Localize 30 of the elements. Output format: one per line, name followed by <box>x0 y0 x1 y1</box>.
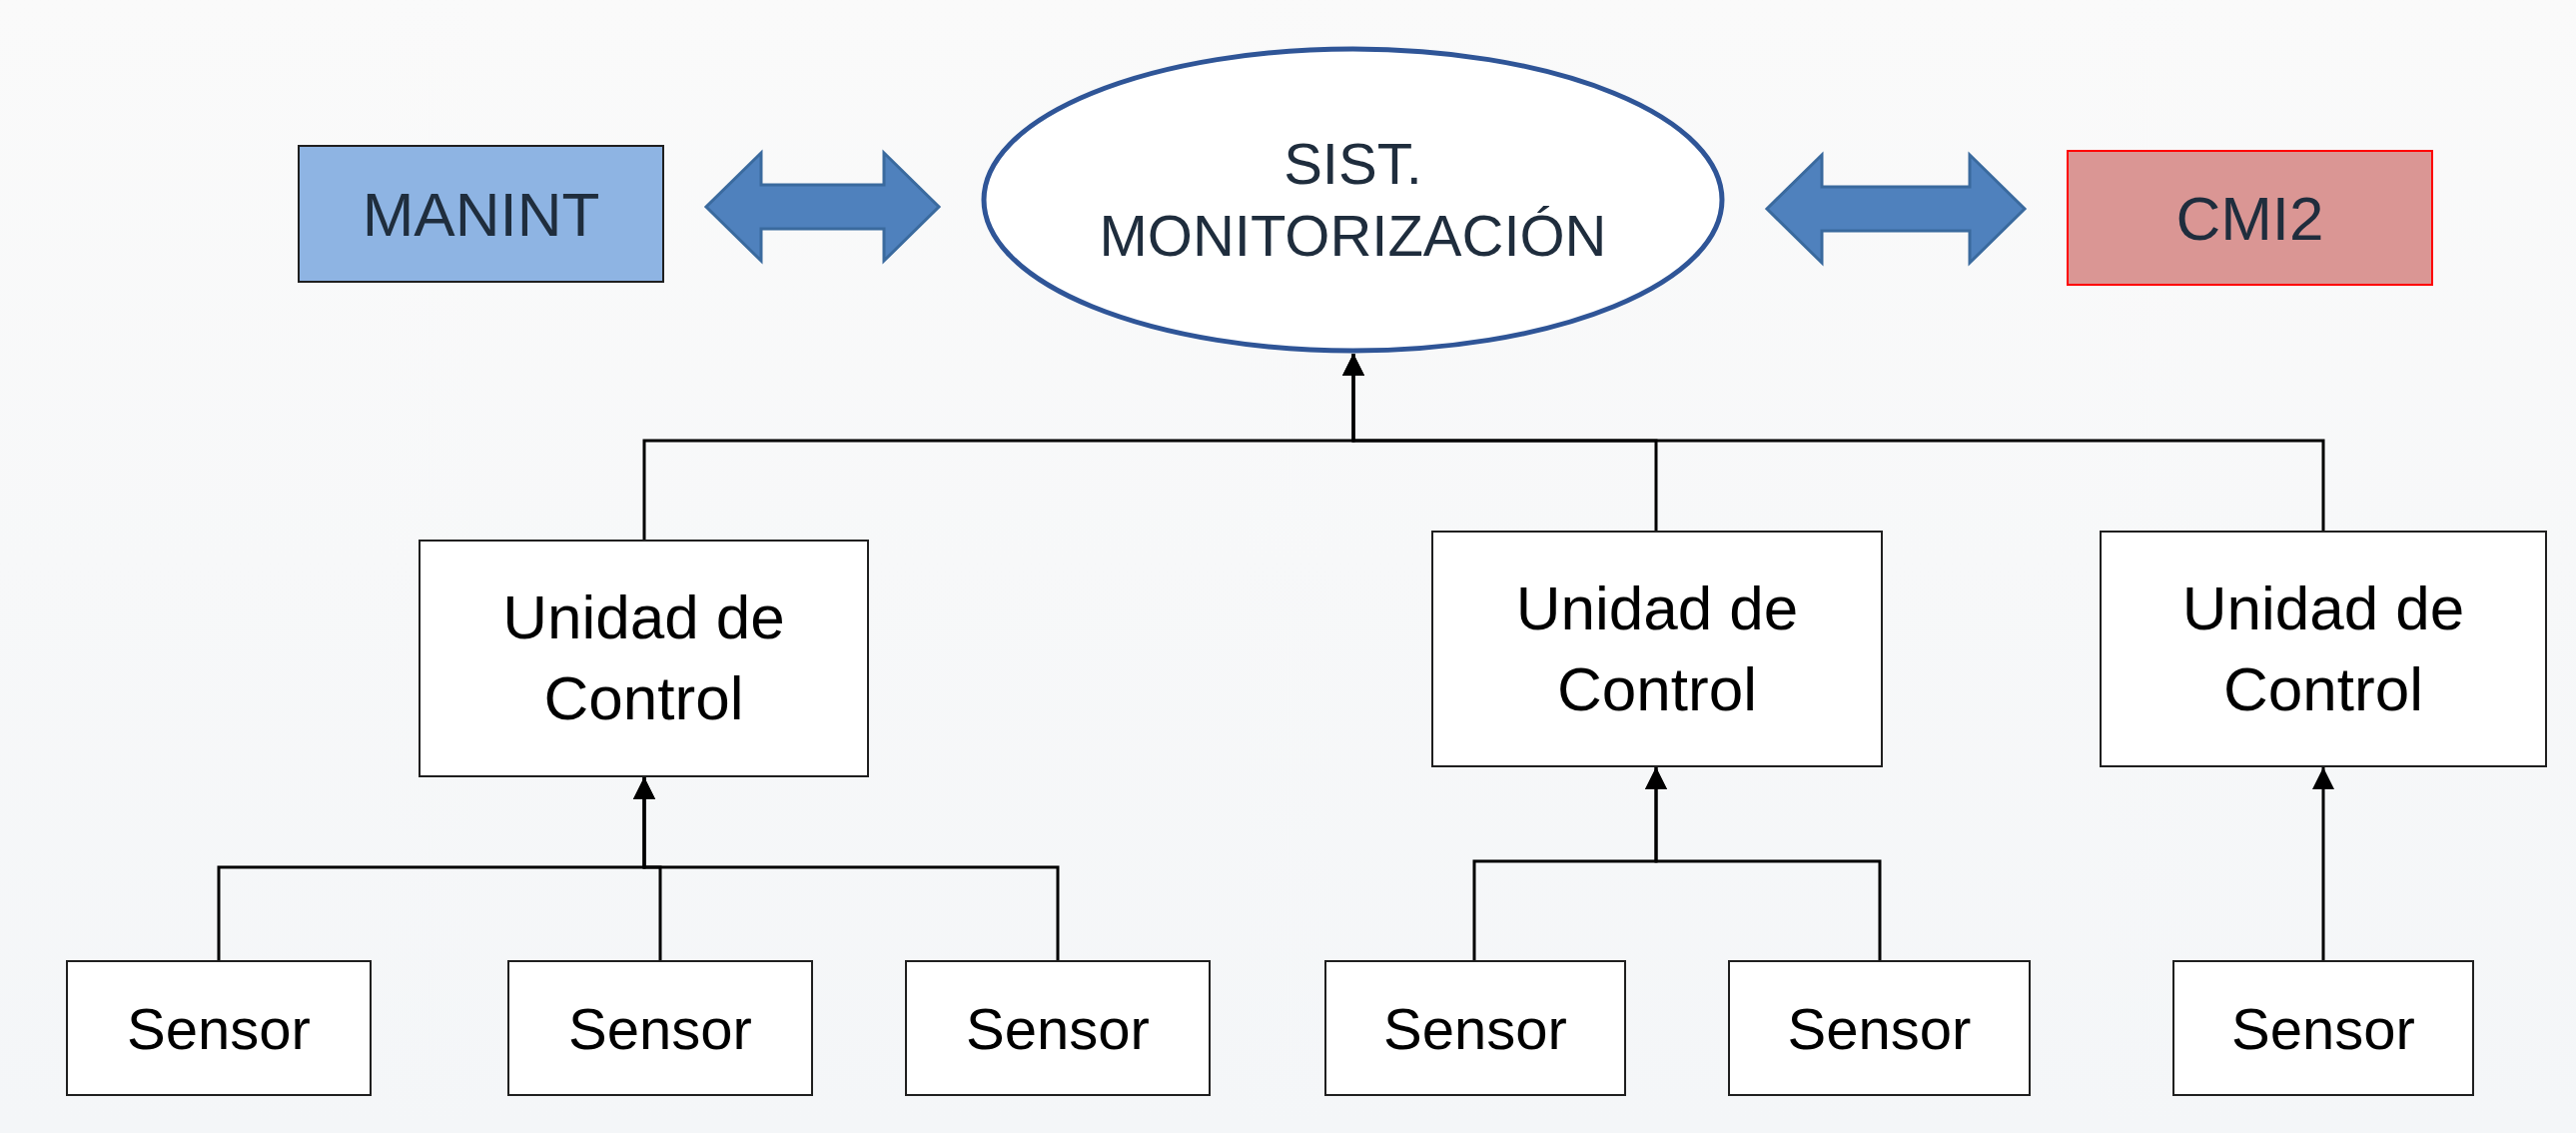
node-label: Sensor <box>966 994 1150 1063</box>
sensor-box <box>905 960 1211 1096</box>
node-label: Unidad de Control <box>2180 571 2466 725</box>
connector-arrow <box>1645 767 1882 960</box>
control-unit-box <box>419 540 869 777</box>
node-label: MANINT <box>362 178 600 251</box>
system-box <box>298 145 664 283</box>
node-label: Unidad de Control <box>1514 571 1800 725</box>
control-unit-box <box>1431 531 1883 767</box>
sensor-box <box>2172 960 2474 1096</box>
monitoring-ellipse <box>981 46 1725 354</box>
sensor-box <box>66 960 372 1096</box>
node-label: Sensor <box>127 994 311 1063</box>
connector-arrow <box>2312 767 2334 960</box>
sensor-box <box>1728 960 2031 1096</box>
double-arrow <box>1764 151 2028 267</box>
sensor-box <box>1324 960 1626 1096</box>
double-arrow <box>703 149 942 265</box>
node-label: Sensor <box>1383 994 1567 1063</box>
connector-arrow <box>633 777 1060 960</box>
node-label: Sensor <box>568 994 752 1063</box>
control-unit-box <box>2100 531 2547 767</box>
node-label: Sensor <box>1787 994 1972 1063</box>
sensor-box <box>507 960 813 1096</box>
node-label: SIST. MONITORIZACIÓN <box>1098 129 1608 270</box>
node-label: Sensor <box>2231 994 2415 1063</box>
node-label: Unidad de Control <box>501 581 786 734</box>
node-label: CMI2 <box>2175 182 2324 255</box>
system-box <box>2067 150 2433 286</box>
connector-arrow <box>1342 354 2325 531</box>
